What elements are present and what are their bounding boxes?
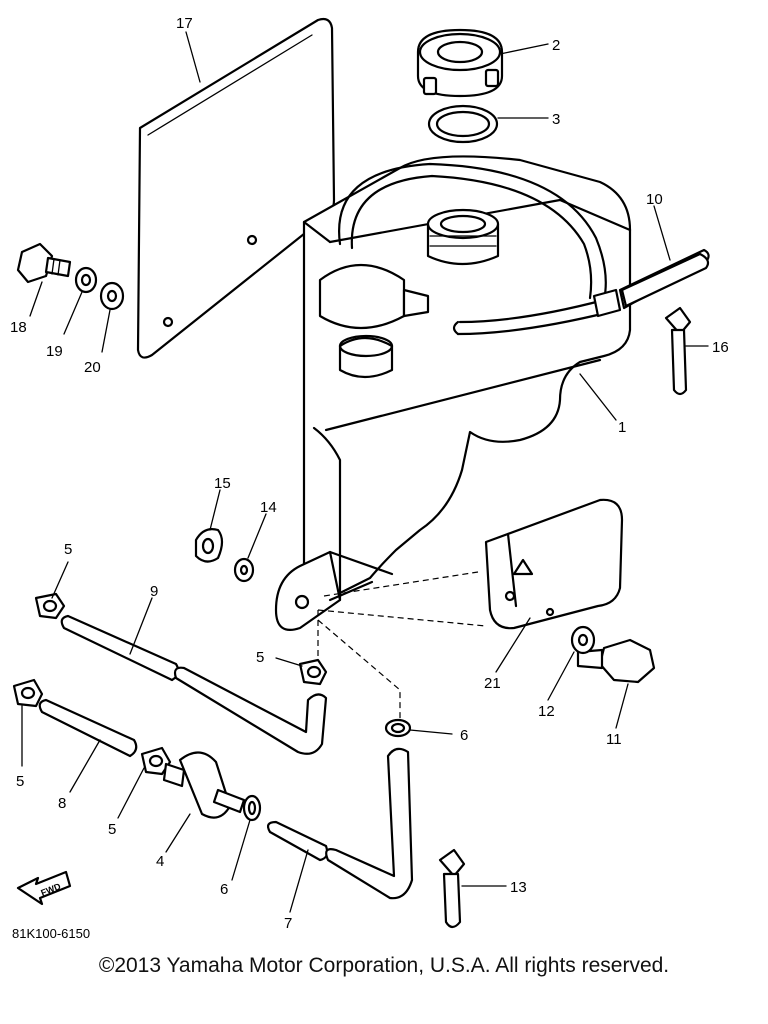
part-number-5a: 5 [64,541,72,558]
part-number-2: 2 [552,37,560,54]
part-number-5b: 5 [256,649,264,666]
part-number-5c: 5 [16,773,24,790]
bolt-11 [576,638,656,684]
diagram-code: 81K100-6150 [12,926,90,941]
part-number-15: 15 [214,475,231,492]
clip-6b [242,794,262,822]
part-number-12: 12 [538,703,555,720]
vent-hose-10 [620,252,710,308]
part-number-20: 20 [84,359,101,376]
washer-14 [233,557,255,583]
hose-clamp-5c [12,678,44,708]
cap-gasket [427,104,499,144]
part-number-13: 13 [510,879,527,896]
check-valve-4 [162,751,246,819]
bracket-21 [484,498,624,630]
hose-7 [266,747,414,900]
part-number-4: 4 [156,853,164,870]
part-number-7: 7 [284,915,292,932]
part-number-5d: 5 [108,821,116,838]
clip-6a [384,718,412,738]
fwd-arrow-icon: FWD [16,870,72,906]
part-number-8: 8 [58,795,66,812]
part-number-16: 16 [712,339,729,356]
part-number-3: 3 [552,111,560,128]
bolt-18 [16,242,72,284]
tank-cap [416,28,504,98]
clip-16 [664,306,692,396]
part-number-18: 18 [10,319,27,336]
part-number-9: 9 [150,583,158,600]
part-number-19: 19 [46,343,63,360]
hose-9 [60,614,328,755]
leader-lines [21,31,709,913]
part-number-6a: 6 [460,727,468,744]
hose-8 [38,698,138,758]
hose-clamp-5b [298,658,328,686]
part-number-10: 10 [646,191,663,208]
washer-12 [570,625,596,655]
part-number-6b: 6 [220,881,228,898]
part-number-14: 14 [260,499,277,516]
copyright-notice: ©2013 Yamaha Motor Corporation, U.S.A. A… [98,954,670,977]
washer-20 [99,281,125,311]
clip-13 [438,848,466,929]
hose-clamp-5a [34,592,66,620]
part-number-17: 17 [176,15,193,32]
part-number-11: 11 [606,731,622,748]
part-number-1: 1 [618,419,626,436]
part-number-21: 21 [484,675,501,692]
nut-19 [74,266,98,294]
nut-15 [194,528,224,563]
